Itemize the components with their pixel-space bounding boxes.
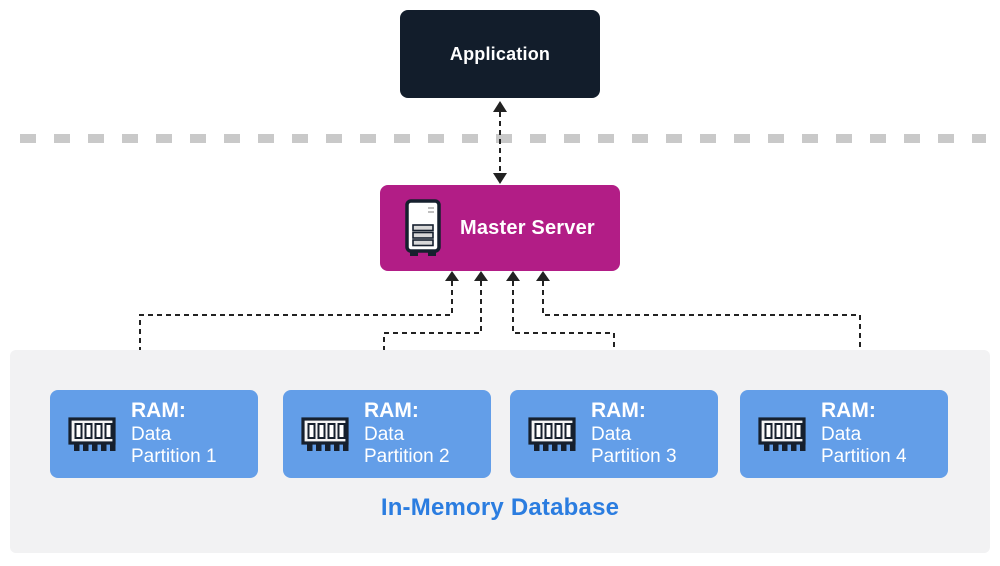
ram-line1: Data [591, 423, 632, 445]
tier-separator-line [20, 134, 986, 143]
server-tower-icon [405, 199, 441, 256]
arrowhead-up-application [493, 101, 507, 112]
ram-title: RAM: [821, 399, 876, 423]
arrowhead-down-master [493, 173, 507, 184]
ram-partition-node-3: RAM: Data Partition 3 [510, 390, 718, 478]
ram-title: RAM: [591, 399, 646, 423]
ram-line2: Partition 3 [591, 446, 677, 468]
ram-line1: Data [131, 423, 172, 445]
ram-line2: Partition 1 [131, 446, 217, 468]
arrowhead-up-master-3 [506, 271, 520, 281]
application-node: Application [400, 10, 600, 98]
ram-partition-node-2: RAM: Data Partition 2 [283, 390, 491, 478]
in-memory-database-label: In-Memory Database [380, 494, 620, 521]
ram-line1: Data [364, 423, 405, 445]
ram-partition-node-1: RAM: Data Partition 1 [50, 390, 258, 478]
application-label: Application [449, 43, 551, 64]
ram-title: RAM: [364, 399, 419, 423]
arrowhead-up-master-4 [536, 271, 550, 281]
ram-chip-icon [68, 416, 116, 451]
ram-line2: Partition 4 [821, 446, 907, 468]
arrowhead-up-master-1 [445, 271, 459, 281]
master-server-node: Master Server [380, 185, 620, 271]
ram-partition-node-4: RAM: Data Partition 4 [740, 390, 948, 478]
ram-title: RAM: [131, 399, 186, 423]
arrowhead-up-master-2 [474, 271, 488, 281]
master-server-label: Master Server [460, 216, 595, 239]
ram-chip-icon [301, 416, 349, 451]
ram-line1: Data [821, 423, 862, 445]
ram-line2: Partition 2 [364, 446, 450, 468]
ram-chip-icon [758, 416, 806, 451]
ram-chip-icon [528, 416, 576, 451]
